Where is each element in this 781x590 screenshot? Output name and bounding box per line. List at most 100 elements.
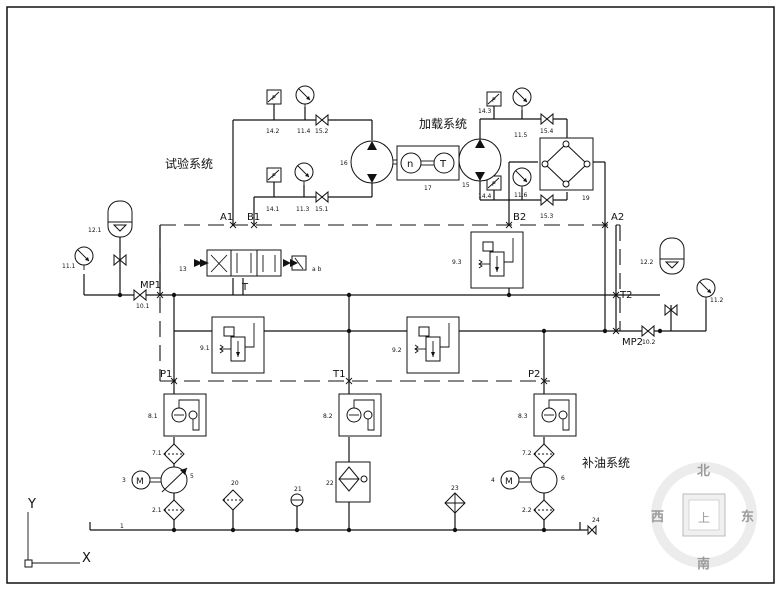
svg-text:2.1: 2.1 <box>152 507 162 514</box>
port-A1: A1 <box>220 212 233 223</box>
gauge-11-4: 11.4 <box>295 85 315 135</box>
compass-north[interactable]: 北 <box>697 464 710 479</box>
svg-text:15: 15 <box>462 182 470 189</box>
svg-text:15.4: 15.4 <box>540 128 554 135</box>
label-test-system: 试验系统 <box>165 156 213 171</box>
drawing-frame <box>6 6 775 584</box>
ucs-axis-icon: Y X <box>24 497 91 568</box>
port-B1: B1 <box>247 212 260 223</box>
svg-text:8.2: 8.2 <box>323 413 333 420</box>
valve-10-1: 10.1 <box>133 289 150 310</box>
variable-pump-5: 5 <box>160 466 194 494</box>
svg-text:9.3: 9.3 <box>452 259 462 266</box>
svg-text:20: 20 <box>231 480 239 487</box>
filter-7-1: 7.1 <box>152 443 185 465</box>
port-T: T <box>241 282 249 293</box>
svg-text:Y: Y <box>27 497 36 512</box>
thermometer-21: 21 <box>290 486 304 507</box>
svg-text:M: M <box>136 477 144 487</box>
port-MP2: MP2 <box>622 337 643 348</box>
flowmeter-8-3: 8.3 <box>518 393 577 437</box>
compass-west[interactable]: 西 <box>651 510 664 525</box>
svg-text:15.1: 15.1 <box>315 206 329 213</box>
port-B2: B2 <box>513 212 526 223</box>
svg-text:13: 13 <box>179 266 187 273</box>
svg-text:6: 6 <box>561 475 565 482</box>
svg-text:a b: a b <box>312 266 322 273</box>
gauge-11-1: 11.1 <box>62 246 94 271</box>
valve-15-1: 15.1 <box>315 191 329 213</box>
motor-4: M 4 <box>491 470 531 490</box>
instrument-14-1: 14.1 <box>266 167 282 213</box>
port-MP1: MP1 <box>140 280 161 291</box>
svg-text:10.2: 10.2 <box>642 339 656 346</box>
filter-20: 20 <box>222 480 244 511</box>
port-P2: P2 <box>528 369 540 380</box>
instrument-14-4: 14.4 <box>478 175 502 200</box>
svg-text:11.6: 11.6 <box>514 192 528 199</box>
svg-text:12.1: 12.1 <box>88 227 102 234</box>
compass-up-label: 上 <box>698 511 710 525</box>
svg-text:11.5: 11.5 <box>514 132 528 139</box>
gauge-11-2: 11.2 <box>696 278 724 304</box>
svg-text:4: 4 <box>491 477 495 484</box>
view-compass: 上 北 南 西 东 <box>651 462 757 572</box>
compass-east[interactable]: 东 <box>741 509 754 525</box>
flowmeter-8-1: 8.1 <box>148 393 207 437</box>
gauge-11-5: 11.5 <box>512 87 532 139</box>
relief-valve-9-1: 9.1 <box>200 316 265 374</box>
valve-15-2: 15.2 <box>315 114 329 135</box>
svg-text:12.2: 12.2 <box>640 259 654 266</box>
svg-text:23: 23 <box>451 485 459 492</box>
svg-text:X: X <box>82 551 91 566</box>
port-T1: T1 <box>332 369 345 380</box>
port-marks <box>156 221 620 385</box>
svg-text:n: n <box>407 159 413 170</box>
svg-text:14.1: 14.1 <box>266 206 280 213</box>
valve-10-2: 10.2 <box>641 325 656 346</box>
svg-text:17: 17 <box>424 185 432 192</box>
torque-speed-meter-17: n T 17 <box>396 145 460 192</box>
bridge-valve-19: 19 <box>539 137 594 202</box>
compass-south[interactable]: 南 <box>697 556 710 572</box>
pump-6: 6 <box>530 466 565 494</box>
directional-valve-13: 13 a b <box>179 249 322 277</box>
svg-text:2.2: 2.2 <box>522 507 532 514</box>
label-loading-system: 加载系统 <box>419 117 467 131</box>
accumulator-12-2: 12.2 <box>640 237 685 316</box>
port-T2: T2 <box>619 290 632 301</box>
accumulator-12-1: 12.1 <box>88 200 133 266</box>
svg-text:7.1: 7.1 <box>152 450 162 457</box>
filter-2-1: 2.1 <box>152 499 185 521</box>
valve-15-4: 15.4 <box>540 113 554 135</box>
filter-23: 23 <box>444 485 466 514</box>
instrument-14-2: 14.2 <box>266 89 282 135</box>
svg-text:8.1: 8.1 <box>148 413 158 420</box>
svg-text:19: 19 <box>582 195 590 202</box>
cooler-22: 22 <box>326 461 371 503</box>
gauge-11-3: 11.3 <box>294 162 314 213</box>
svg-text:11.2: 11.2 <box>710 297 724 304</box>
loading-pump-15: 15 <box>458 138 502 189</box>
svg-text:24: 24 <box>592 517 600 524</box>
svg-text:8.3: 8.3 <box>518 413 528 420</box>
svg-text:14.4: 14.4 <box>478 193 492 200</box>
svg-text:T: T <box>439 159 447 170</box>
svg-text:1: 1 <box>120 523 124 530</box>
svg-text:11.4: 11.4 <box>297 128 311 135</box>
pipe-network <box>83 103 707 533</box>
gauge-11-6: 11.6 <box>512 167 532 199</box>
svg-text:3: 3 <box>122 477 126 484</box>
port-P1: P1 <box>160 369 172 380</box>
svg-text:21: 21 <box>294 486 302 493</box>
svg-text:11.1: 11.1 <box>62 263 76 270</box>
filter-2-2: 2.2 <box>522 499 555 521</box>
relief-valve-9-3: 9.3 <box>452 231 524 289</box>
svg-text:14.2: 14.2 <box>266 128 280 135</box>
svg-text:10.1: 10.1 <box>136 303 150 310</box>
valve-15-3: 15.3 <box>540 194 554 220</box>
svg-text:15.3: 15.3 <box>540 213 554 220</box>
svg-text:5: 5 <box>190 473 194 480</box>
motor-3: M 3 <box>122 470 161 490</box>
